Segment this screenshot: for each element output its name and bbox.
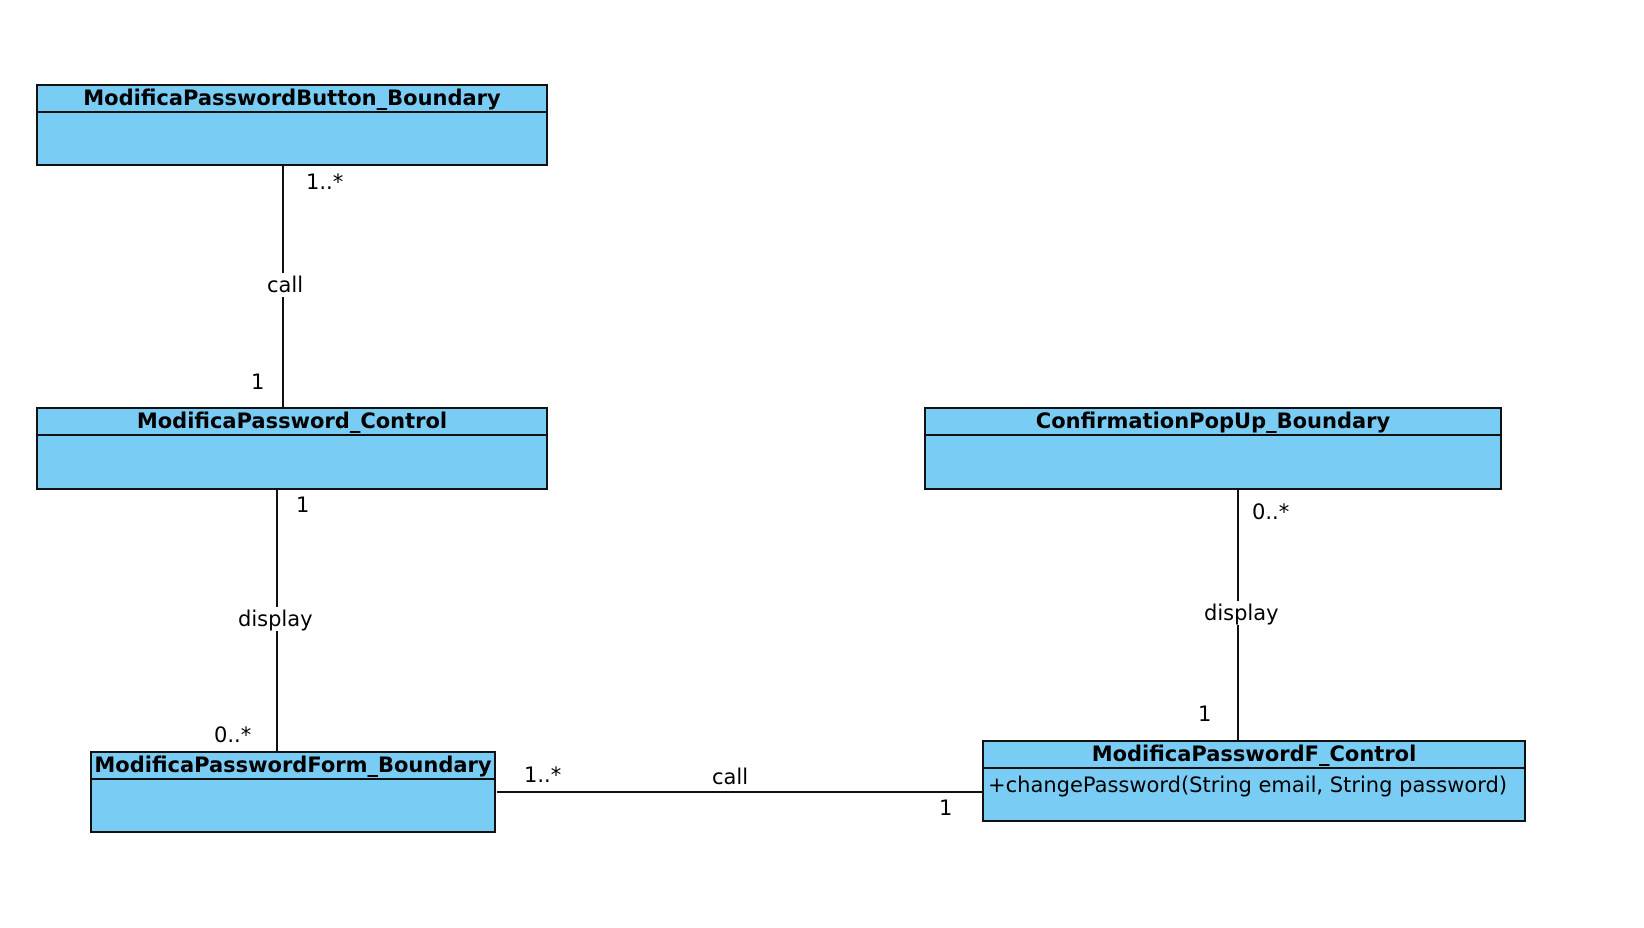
multiplicity-label: 1 — [296, 493, 310, 517]
class-modifica-password-f-control[interactable]: ModificaPasswordF_Control +changePasswor… — [982, 740, 1526, 822]
class-body — [92, 780, 494, 784]
multiplicity-label: 1..* — [524, 763, 562, 787]
class-body — [38, 436, 546, 440]
class-body — [926, 436, 1500, 440]
association-name-display: display — [1202, 601, 1281, 625]
operation-change-password: +changePassword(String email, String pas… — [988, 773, 1508, 797]
multiplicity-label: 0..* — [214, 723, 252, 747]
multiplicity-label: 1 — [1198, 702, 1212, 726]
class-name: ModificaPassword_Control — [38, 409, 546, 436]
class-modifica-password-form-boundary[interactable]: ModificaPasswordForm_Boundary — [90, 751, 496, 833]
class-name: ModificaPasswordF_Control — [984, 742, 1524, 769]
association-name-call: call — [710, 765, 751, 789]
class-confirmation-popup-boundary[interactable]: ConfirmationPopUp_Boundary — [924, 407, 1502, 490]
class-name: ModificaPasswordForm_Boundary — [92, 753, 494, 780]
class-name: ModificaPasswordButton_Boundary — [38, 86, 546, 113]
class-modifica-password-button-boundary[interactable]: ModificaPasswordButton_Boundary — [36, 84, 548, 166]
class-body — [38, 113, 546, 117]
multiplicity-label: 1 — [251, 370, 265, 394]
multiplicity-label: 0..* — [1252, 500, 1290, 524]
multiplicity-label: 1 — [939, 796, 953, 820]
class-operations: +changePassword(String email, String pas… — [984, 769, 1524, 801]
association-name-call: call — [265, 273, 306, 297]
class-modifica-password-control[interactable]: ModificaPassword_Control — [36, 407, 548, 490]
association-name-display: display — [236, 607, 315, 631]
class-name: ConfirmationPopUp_Boundary — [926, 409, 1500, 436]
multiplicity-label: 1..* — [306, 170, 344, 194]
